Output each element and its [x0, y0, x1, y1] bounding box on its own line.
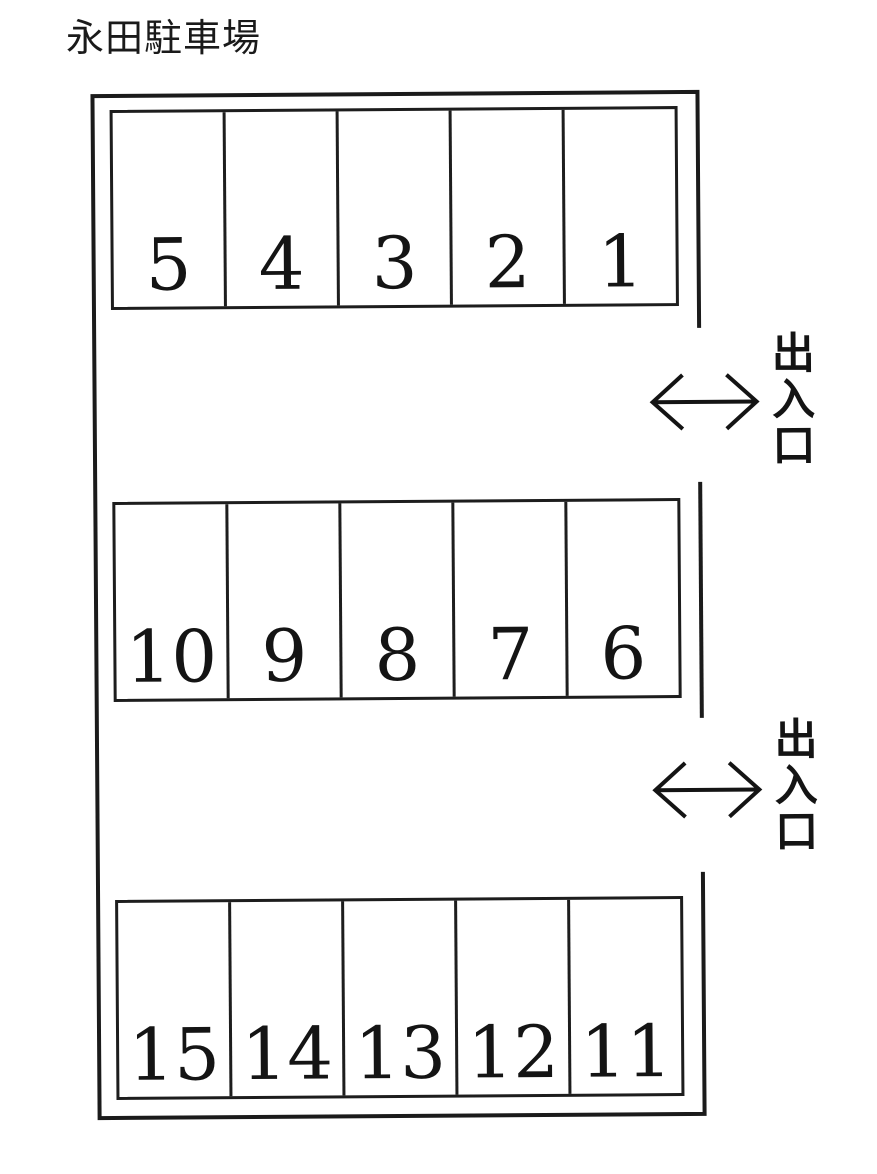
parking-space-15: 15 — [118, 902, 233, 1097]
space-number: 4 — [258, 221, 305, 306]
parking-space-10: 10 — [115, 504, 230, 699]
parking-space-3: 3 — [338, 110, 453, 306]
space-number: 14 — [241, 1011, 334, 1097]
double-arrow-icon — [652, 761, 763, 819]
page-title: 永田駐車場 — [66, 18, 262, 60]
parking-row-lower: 15 14 13 12 11 — [115, 896, 685, 1100]
entrance-exit-char: 口 — [772, 422, 816, 471]
space-number: 6 — [600, 611, 647, 696]
parking-space-2: 2 — [451, 109, 566, 305]
space-number: 2 — [484, 220, 531, 305]
entrance-exit-label-upper: 出 入 口 — [768, 330, 819, 471]
double-arrow-icon — [649, 373, 760, 431]
parking-row-upper: 5 4 3 2 1 — [109, 106, 679, 311]
space-number: 1 — [597, 219, 644, 304]
entrance-exit-char: 入 — [774, 762, 818, 811]
parking-space-12: 12 — [457, 899, 572, 1095]
space-number: 7 — [487, 612, 534, 697]
space-number: 12 — [467, 1009, 560, 1095]
boundary-wall — [90, 89, 707, 1121]
space-number: 15 — [128, 1012, 221, 1097]
space-number: 9 — [261, 613, 308, 698]
parking-space-7: 7 — [454, 501, 569, 697]
entrance-exit-char: 出 — [774, 716, 818, 765]
parking-space-8: 8 — [341, 502, 456, 698]
parking-space-13: 13 — [344, 900, 459, 1096]
parking-space-5: 5 — [112, 112, 227, 307]
parking-space-4: 4 — [225, 111, 340, 307]
space-number: 5 — [145, 222, 192, 307]
parking-space-9: 9 — [228, 503, 343, 699]
entrance-exit-label-lower: 出 入 口 — [771, 716, 822, 857]
space-number: 11 — [580, 1009, 673, 1094]
space-number: 8 — [374, 612, 421, 698]
parking-row-middle: 10 9 8 7 6 — [112, 498, 682, 703]
space-number: 10 — [125, 614, 218, 699]
entrance-exit-char: 出 — [771, 330, 815, 379]
parking-space-6: 6 — [567, 501, 678, 696]
entrance-exit-char: 口 — [774, 808, 819, 857]
parking-space-11: 11 — [570, 899, 681, 1094]
entrance-exit-char: 入 — [771, 376, 816, 425]
space-number: 13 — [354, 1010, 447, 1096]
parking-space-1: 1 — [565, 109, 676, 304]
parking-space-14: 14 — [231, 901, 346, 1097]
space-number: 3 — [371, 220, 418, 306]
boundary-wall-middle-segment — [698, 481, 704, 718]
